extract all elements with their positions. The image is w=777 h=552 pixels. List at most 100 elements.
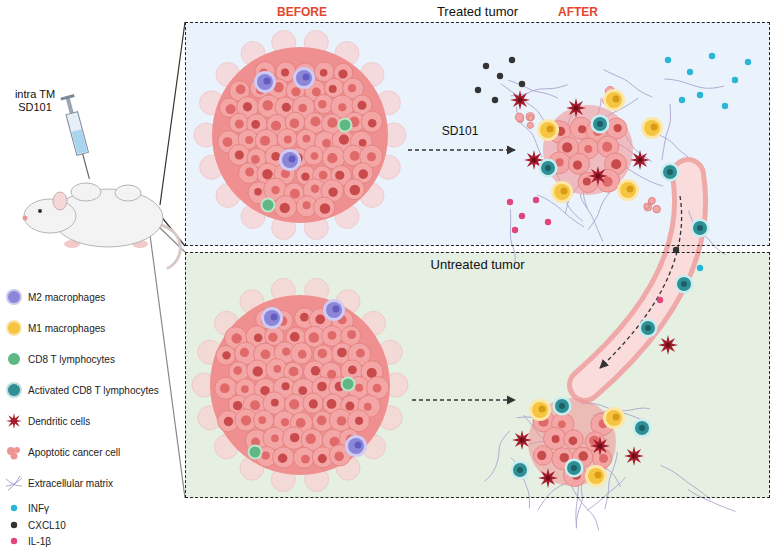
legend-text: Activated CD8 T lymphocytes: [28, 385, 159, 396]
cancer-cell: [273, 447, 294, 468]
cell-nucleus: [558, 421, 566, 429]
extracellular-matrix: [485, 431, 510, 481]
swatch-shape: [11, 522, 17, 528]
activated-t-cell: [513, 463, 527, 477]
activated-t-cell-halo: [691, 219, 710, 238]
macrophage-nucleus: [303, 74, 310, 81]
legend-swatch: [4, 516, 24, 534]
macrophage: [554, 184, 570, 200]
macrophage-halo: [551, 181, 573, 203]
cell-nucleus: [347, 330, 356, 339]
cancer-cell: [361, 111, 382, 132]
cxcl10-dot: [492, 97, 498, 103]
dendritic-cell: [538, 468, 558, 488]
cell-nucleus: [296, 418, 306, 428]
cell-nucleus: [310, 117, 320, 127]
macrophage-halo: [603, 89, 625, 111]
macrophage-halo: [261, 307, 283, 329]
cell-nucleus: [335, 171, 344, 180]
cell-nucleus: [271, 152, 280, 161]
cell-nucleus: [355, 417, 363, 425]
syringe-barrel: [66, 112, 88, 156]
macrophage-nucleus: [355, 442, 362, 449]
cell-nucleus: [602, 142, 612, 152]
cell-nucleus: [327, 118, 337, 128]
macrophage: [620, 182, 636, 198]
t-cell-halo: [341, 377, 356, 392]
legend-row: M2 macrophages: [4, 288, 105, 306]
macrophage-nucleus: [547, 126, 554, 133]
cell-nucleus: [373, 384, 382, 393]
legend-swatch: [4, 288, 24, 306]
legend-row: Activated CD8 T lymphocytes: [4, 381, 159, 399]
activated-t-cell: [593, 117, 607, 131]
macrophage-halo: [617, 179, 639, 201]
cell-nucleus: [350, 151, 360, 161]
cell-nucleus: [282, 382, 290, 390]
activated-t-cell-halo: [661, 163, 680, 182]
cell-nucleus: [578, 125, 586, 133]
macrophage: [606, 92, 622, 108]
cell-nucleus: [262, 169, 272, 179]
cancer-cell: [274, 196, 297, 219]
pointer-line: [160, 22, 185, 205]
cell-nucleus: [318, 349, 328, 359]
legend-swatch: [4, 350, 24, 368]
t-cell-halo: [261, 198, 276, 213]
cxcl10-dot: [509, 57, 515, 63]
dendritic-cell: [512, 430, 532, 450]
cell-nucleus: [226, 104, 236, 114]
t-cell: [343, 379, 354, 390]
macrophage-halo: [585, 465, 607, 487]
cancer-cell: [239, 163, 260, 184]
blood-vessel-lumen: [585, 175, 690, 385]
ifn-gamma-dot: [697, 92, 703, 98]
progress-arrow: [408, 149, 515, 150]
legend-swatch: [4, 474, 24, 492]
t-cell-halo: [248, 445, 263, 460]
migration-arrow: [600, 196, 682, 368]
cell-nucleus: [317, 416, 327, 426]
legend-text: INFγ: [28, 503, 49, 514]
cell-nucleus: [599, 454, 608, 463]
activated-t-cell-halo: [511, 461, 530, 480]
apoptotic-fragment: [515, 113, 523, 121]
cell-nucleus: [319, 171, 328, 180]
legend-row: Dendritic cells: [4, 412, 90, 430]
mouse-tail: [158, 224, 180, 268]
t-cell-nucleus: [645, 325, 651, 331]
cell-nucleus: [301, 455, 310, 464]
cell-nucleus: [251, 120, 260, 129]
cell-nucleus: [350, 185, 361, 196]
cell-nucleus: [263, 100, 273, 110]
cell-nucleus: [284, 136, 292, 144]
cell-nucleus: [222, 351, 230, 359]
cell-nucleus: [245, 136, 253, 144]
dendritic-cell: [630, 150, 650, 170]
cell-nucleus: [357, 101, 366, 110]
cancer-cell: [313, 197, 334, 218]
ifn-gamma-dot: [697, 265, 703, 271]
cell-nucleus: [282, 103, 291, 112]
cancer-cell: [293, 447, 314, 468]
macrophage-nucleus: [595, 472, 602, 479]
legend-swatch: [4, 443, 24, 461]
swatch-shape: [6, 413, 22, 429]
ifn-gamma-dot: [709, 53, 715, 59]
legend-text: Dendritic cells: [28, 416, 90, 427]
cell-nucleus: [327, 399, 337, 409]
legend-row: M1 macrophages: [4, 319, 105, 337]
cell-nucleus: [290, 433, 299, 442]
swatch-shape: [6, 289, 22, 305]
cell-nucleus: [301, 172, 309, 180]
cell-nucleus: [260, 136, 270, 146]
cell-nucleus: [358, 169, 368, 179]
swatch-shape: [11, 453, 18, 460]
cancer-cell: [216, 345, 236, 365]
cell-nucleus: [338, 103, 346, 111]
cancer-cell: [304, 146, 323, 165]
swatch-shape: [8, 384, 20, 396]
activated-t-cell: [677, 277, 691, 291]
ifn-gamma-dot: [687, 69, 693, 75]
cell-nucleus: [327, 153, 337, 163]
